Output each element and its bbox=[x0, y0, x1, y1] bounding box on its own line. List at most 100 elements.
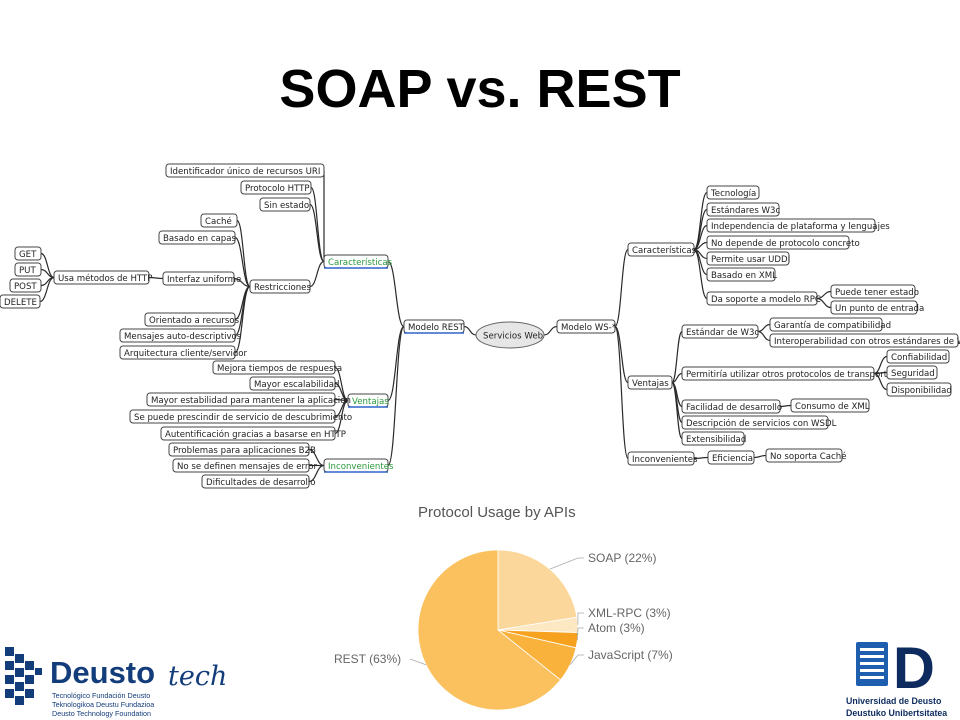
node-interfaz-uniforme: Interfaz uniforme bbox=[162, 271, 241, 286]
node-restriccion: Orientado a recursos bbox=[144, 312, 240, 327]
svg-text:Puede tener estado: Puede tener estado bbox=[835, 288, 919, 298]
node-rpc: Da soporte a modelo RPC bbox=[706, 291, 821, 306]
university-line-2: Deustuko Unibertsitatea bbox=[846, 708, 947, 718]
universidad-deusto-logo: D Universidad de Deusto Deustuko Unibert… bbox=[846, 636, 947, 718]
pie-slice bbox=[497, 549, 578, 631]
node-restriccion: Mensajes auto-descriptivos bbox=[119, 328, 242, 343]
mindmap-edge bbox=[334, 399, 349, 435]
mindmap-center-node: Servicios Web bbox=[475, 321, 545, 349]
mindmap-edge bbox=[234, 285, 251, 337]
svg-text:Ventajas: Ventajas bbox=[352, 397, 389, 407]
node-ws-ventajas: Ventajas bbox=[627, 375, 673, 390]
university-letter: D bbox=[893, 636, 935, 701]
node-ws-caracteristica: Permite usar UDDI bbox=[706, 251, 790, 266]
node-estandar-w3c: Estándar de W3c bbox=[681, 324, 759, 339]
node-w3c-item: Interoperabilidad con otros estándares d… bbox=[769, 333, 960, 348]
svg-text:Arquitectura cliente/servidor: Arquitectura cliente/servidor bbox=[124, 349, 248, 359]
mindmap-edge bbox=[309, 203, 325, 263]
node-http-method: POST bbox=[9, 278, 42, 293]
mindmap-edge bbox=[234, 285, 251, 354]
chart-title: Protocol Usage by APIs bbox=[418, 504, 576, 521]
svg-text:Interfaz uniforme: Interfaz uniforme bbox=[167, 275, 241, 285]
node-usa-metodos: Usa métodos de HTTP bbox=[53, 270, 152, 285]
svg-text:Mejora tiempos de respuesta: Mejora tiempos de respuesta bbox=[217, 364, 342, 374]
node-http-method: PUT bbox=[14, 262, 42, 277]
pie-leader-line bbox=[577, 612, 584, 625]
svg-text:Tecnología: Tecnología bbox=[710, 189, 756, 199]
node-protocolo-item: Seguridad bbox=[886, 365, 938, 380]
tech-word: tech bbox=[168, 661, 227, 692]
mindmap-edge bbox=[614, 325, 629, 460]
mindmap-edge bbox=[233, 277, 251, 288]
svg-text:No soporta Caché: No soporta Caché bbox=[770, 451, 847, 462]
svg-text:Restricciones: Restricciones bbox=[254, 283, 311, 293]
node-restriccion: Basado en capas bbox=[158, 230, 237, 245]
mindmap-edge bbox=[779, 404, 792, 408]
mindmap-edge bbox=[463, 325, 477, 336]
svg-text:Protocolo HTTP: Protocolo HTTP bbox=[245, 184, 310, 194]
svg-text:Sin estado: Sin estado bbox=[264, 201, 309, 211]
svg-text:Características: Características bbox=[632, 246, 697, 256]
node-rest-ventaja: Mejora tiempos de respuesta bbox=[212, 360, 342, 375]
mindmap-edge bbox=[387, 325, 405, 467]
svg-text:Modelo WS-*: Modelo WS-* bbox=[561, 323, 617, 333]
node-rest-inconvenientes: Inconvenientes bbox=[323, 458, 394, 473]
deusto-line-1: Tecnológico Fundación Deusto bbox=[52, 691, 150, 700]
node-ws-caracteristicas: Características bbox=[627, 242, 697, 257]
pie-chart: Protocol Usage by APIs SOAP (22%)XML-RPC… bbox=[334, 504, 673, 711]
node-http-method: GET bbox=[14, 246, 42, 261]
svg-text:DELETE: DELETE bbox=[4, 298, 37, 308]
node-protocolo-item: Disponibilidad bbox=[886, 382, 952, 397]
node-modelo-rest: Modelo REST bbox=[403, 319, 465, 334]
mindmap-edge bbox=[693, 248, 708, 300]
svg-text:Características: Características bbox=[328, 258, 393, 268]
mindmap-edge bbox=[671, 372, 683, 384]
svg-text:PUT: PUT bbox=[19, 266, 36, 276]
node-rest-caracteristica: Protocolo HTTP bbox=[240, 180, 312, 195]
svg-text:No se definen mensajes de erro: No se definen mensajes de error bbox=[177, 462, 317, 472]
node-rest-inconveniente: Dificultades de desarrollo bbox=[201, 474, 316, 489]
svg-text:Mensajes auto-descriptivos: Mensajes auto-descriptivos bbox=[124, 332, 242, 342]
svg-text:Problemas para aplicaciones B2: Problemas para aplicaciones B2B bbox=[173, 446, 316, 456]
node-eficiencia: Eficiencia bbox=[707, 450, 755, 465]
deusto-line-3: Deusto Technology Foundation bbox=[52, 709, 151, 718]
node-facilidad: Facilidad de desarrollo bbox=[681, 399, 782, 414]
svg-text:Un punto de entrada: Un punto de entrada bbox=[835, 304, 924, 314]
svg-text:Usa métodos de HTTP: Usa métodos de HTTP bbox=[58, 273, 152, 284]
svg-text:Mayor estabilidad para mantene: Mayor estabilidad para mantener la aplic… bbox=[151, 395, 351, 406]
mindmap-edge bbox=[234, 236, 251, 288]
node-restriccion: Arquitectura cliente/servidor bbox=[119, 345, 248, 360]
mindmap-edge bbox=[543, 325, 558, 336]
svg-text:Mayor escalabilidad: Mayor escalabilidad bbox=[254, 380, 340, 390]
mindmap-edge bbox=[308, 464, 325, 483]
svg-text:Modelo REST: Modelo REST bbox=[408, 323, 465, 333]
node-consumo-xml: Consumo de XML bbox=[790, 398, 870, 413]
mindmap-edge bbox=[310, 186, 325, 263]
pie-leader-line bbox=[569, 654, 584, 665]
node-ws-caracteristica: Basado en XML bbox=[706, 267, 777, 282]
pie-slice-label: JavaScript (7%) bbox=[588, 648, 673, 662]
node-rest-caracteristicas: Características bbox=[323, 254, 393, 269]
node-ws-caracteristica: No depende de protocolo concreto bbox=[706, 235, 860, 250]
svg-text:Caché: Caché bbox=[205, 216, 232, 227]
mindmap-edge bbox=[671, 381, 683, 440]
university-shield-icon bbox=[856, 642, 888, 686]
svg-text:Independencia de plataforma y: Independencia de plataforma y lenguajes bbox=[711, 222, 890, 232]
svg-text:Facilidad de desarrollo: Facilidad de desarrollo bbox=[686, 403, 782, 413]
node-rest-caracteristica: Sin estado bbox=[259, 197, 311, 212]
node-rest-inconveniente: Problemas para aplicaciones B2B bbox=[168, 442, 316, 457]
node-rest-ventaja: Se puede prescindir de servicio de descu… bbox=[129, 409, 352, 424]
svg-text:GET: GET bbox=[19, 250, 37, 260]
node-rest-ventajas: Ventajas bbox=[347, 393, 389, 408]
node-restricciones: Restricciones bbox=[249, 279, 311, 294]
node-rest-ventaja: Mayor escalabilidad bbox=[249, 376, 340, 391]
mindmap-edge bbox=[757, 330, 771, 342]
svg-text:Disponibilidad: Disponibilidad bbox=[891, 386, 952, 396]
mindmap-edge bbox=[39, 276, 55, 303]
svg-text:Dificultades de desarrollo: Dificultades de desarrollo bbox=[206, 478, 316, 488]
svg-text:Seguridad: Seguridad bbox=[891, 369, 935, 379]
svg-text:Estándares W3c: Estándares W3c bbox=[711, 206, 781, 216]
svg-text:Inconvenientes: Inconvenientes bbox=[632, 455, 698, 465]
svg-text:Permitiría utilizar otros prot: Permitiría utilizar otros protocolos de … bbox=[686, 370, 892, 380]
node-rest-inconveniente: No se definen mensajes de error bbox=[172, 458, 317, 473]
